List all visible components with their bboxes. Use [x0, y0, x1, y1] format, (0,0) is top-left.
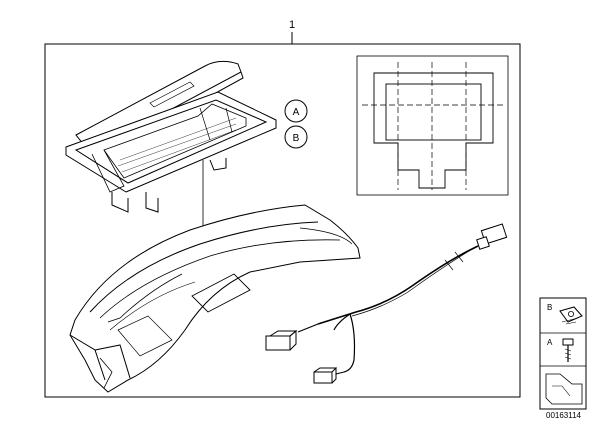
callout-a	[284, 99, 308, 123]
template-detail	[356, 55, 509, 196]
instrument-panel	[69, 204, 361, 393]
callout-b-letter: B	[293, 133, 300, 144]
storage-tray	[65, 60, 277, 213]
legend-letter-a: A	[547, 338, 553, 347]
assembly-frame	[44, 43, 521, 398]
callout-a-letter: A	[293, 107, 300, 118]
diagram-id: 00163114	[546, 411, 582, 420]
wiring-harness	[265, 223, 508, 384]
screw-icon	[562, 338, 574, 362]
arrow-icon	[545, 373, 583, 405]
callout-b	[284, 125, 308, 149]
legend-letter-b: B	[547, 303, 552, 312]
fastener-legend	[539, 297, 587, 410]
item-number: 1	[289, 19, 295, 31]
